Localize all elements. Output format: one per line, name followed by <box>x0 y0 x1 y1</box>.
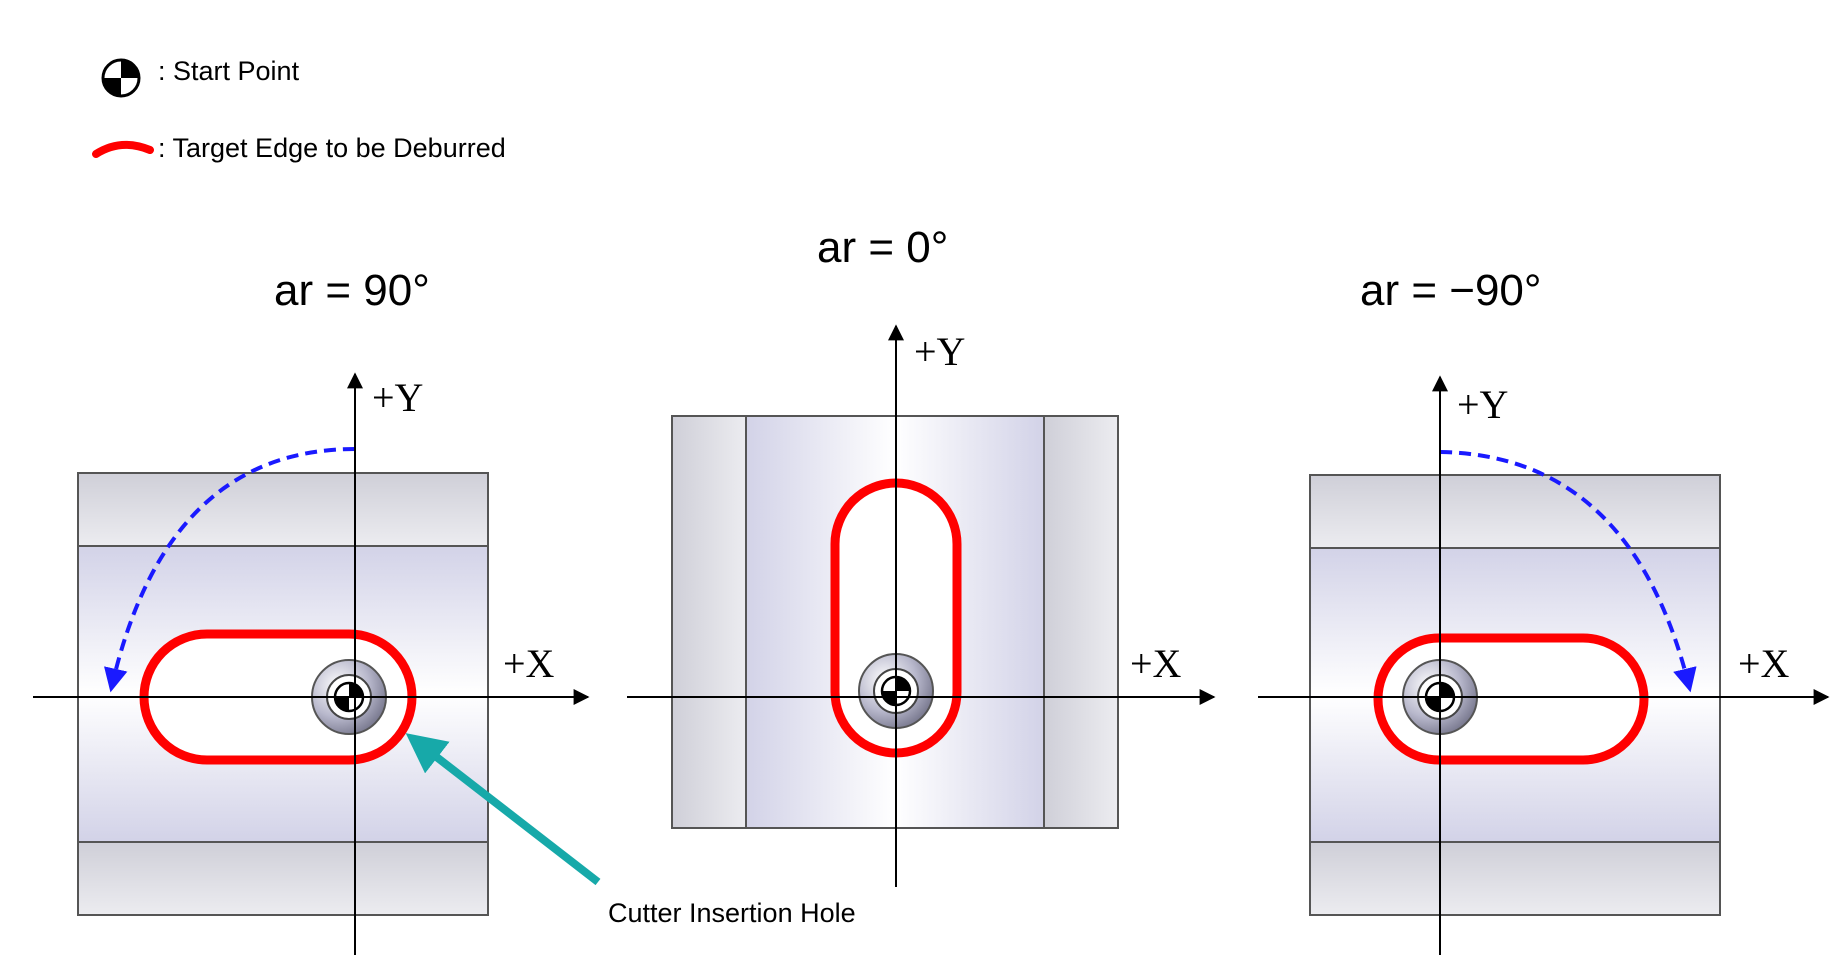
legend-target-edge-label: : Target Edge to be Deburred <box>158 133 506 163</box>
y-axis-label: +Y <box>1457 382 1508 427</box>
legend: : Start Point : Target Edge to be Deburr… <box>92 56 506 163</box>
target-edge-icon <box>92 140 154 158</box>
x-axis-label: +X <box>1738 641 1790 686</box>
y-axis-label: +Y <box>372 375 423 420</box>
callout-arrow <box>405 733 601 886</box>
x-axis-label: +X <box>1130 641 1182 686</box>
y-axis-label: +Y <box>914 329 965 374</box>
start-point-icon <box>101 58 141 98</box>
panel-ar-90: ar = 90° +Y +X <box>33 266 590 955</box>
panel-ar-minus-90: ar = −90° +Y +X <box>1258 266 1830 955</box>
panel-title: ar = 90° <box>274 266 430 315</box>
panel-title: ar = 0° <box>817 223 948 272</box>
x-axis-label: +X <box>503 641 555 686</box>
legend-start-point-label: : Start Point <box>158 56 300 86</box>
rotation-arrow <box>104 447 356 693</box>
rotation-arrow <box>1439 450 1697 693</box>
panel-title: ar = −90° <box>1360 266 1542 315</box>
cutter-insertion-hole-callout: Cutter Insertion Hole <box>405 733 856 928</box>
panel-ar-0: ar = 0° +Y +X <box>627 223 1216 887</box>
callout-label: Cutter Insertion Hole <box>608 898 856 928</box>
